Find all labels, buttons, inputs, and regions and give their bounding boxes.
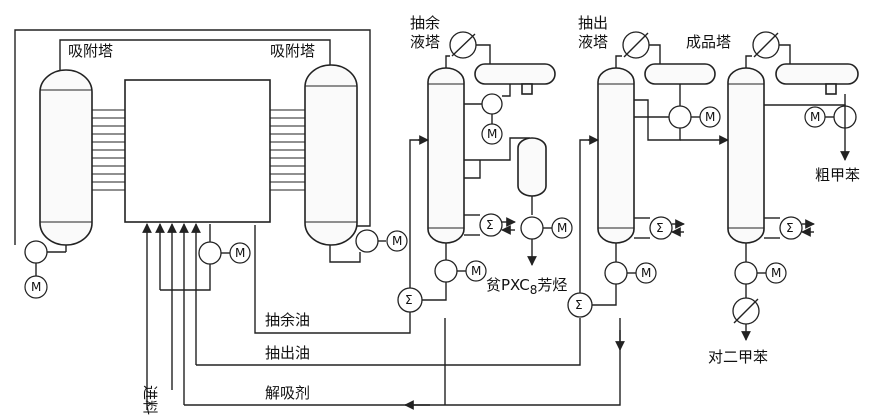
svg-text:M: M xyxy=(235,246,245,260)
raffinate-side-drum: M xyxy=(464,137,573,266)
svg-text:M: M xyxy=(487,127,497,141)
adsorber-left xyxy=(39,69,93,246)
extract-condenser: M xyxy=(615,31,729,145)
motor-icon xyxy=(551,217,573,239)
svg-text:M: M xyxy=(705,110,715,124)
svg-text:M: M xyxy=(392,234,402,248)
raffinate-side-link xyxy=(464,160,481,179)
svg-text:M: M xyxy=(771,266,781,280)
lean-pxc8-label: 贫PXC8芳烃 xyxy=(486,276,567,297)
adsorber-circulation-loop xyxy=(14,29,371,245)
svg-text:Σ: Σ xyxy=(405,293,413,307)
product-condenser: M xyxy=(745,31,859,161)
svg-text:Σ: Σ xyxy=(486,218,494,232)
product-bottom: M xyxy=(732,243,787,341)
raffinate-condenser: M xyxy=(445,31,556,145)
pump-icon xyxy=(24,240,48,264)
raffinate-column-label-1: 抽余 xyxy=(410,14,440,32)
svg-text:Σ: Σ xyxy=(575,298,583,312)
raffinate-column xyxy=(427,67,465,244)
motor-icon xyxy=(229,242,251,264)
svg-text:Σ: Σ xyxy=(786,221,794,235)
motor-icon xyxy=(804,106,826,128)
adsorber-left-connectors xyxy=(92,109,125,191)
adsorber-top-link xyxy=(59,39,331,70)
pump-icon xyxy=(668,105,692,129)
pump-icon xyxy=(481,93,503,115)
feed-label: 进料 xyxy=(141,385,159,415)
extract-reboiler: Σ xyxy=(634,216,685,240)
raffinate-oil-label: 抽余油 xyxy=(265,311,310,329)
raffinate-bottom: M Σ xyxy=(397,135,487,313)
desorbent-pump: M xyxy=(160,224,251,291)
motor-icon xyxy=(386,230,408,252)
extract-column xyxy=(597,67,635,244)
extract-bottom: M Σ xyxy=(567,135,657,318)
paraxylene-label: 对二甲苯 xyxy=(708,348,768,366)
motor-icon xyxy=(481,123,503,145)
svg-text:Σ: Σ xyxy=(656,221,664,235)
pump-icon xyxy=(434,259,458,283)
product-reboiler: Σ xyxy=(764,216,815,240)
svg-text:M: M xyxy=(31,280,41,294)
svg-text:M: M xyxy=(810,110,820,124)
adsorber-right xyxy=(304,64,358,246)
adsorber-right-connectors xyxy=(270,109,305,191)
pump-icon xyxy=(198,241,222,265)
pump-icon xyxy=(604,261,628,285)
extract-column-label-2: 液塔 xyxy=(578,33,608,51)
extract-column-label-1: 抽出 xyxy=(578,14,608,32)
right-adsorber-pump: M xyxy=(329,229,408,263)
product-column-label: 成品塔 xyxy=(686,33,731,51)
svg-text:M: M xyxy=(557,221,567,235)
heat-exchanger-icon xyxy=(479,213,503,237)
motor-icon xyxy=(465,260,487,282)
pump-icon xyxy=(734,261,758,285)
raffinate-column-label-2: 液塔 xyxy=(410,33,440,51)
adsorber-left-label: 吸附塔 xyxy=(68,42,113,60)
motor-icon xyxy=(635,262,657,284)
left-circulation-pump: M xyxy=(24,240,67,299)
rotary-valve xyxy=(124,79,271,223)
valve-inlets xyxy=(142,223,201,405)
raffinate-reboiler: Σ xyxy=(464,213,516,237)
extract-oil-label: 抽出油 xyxy=(265,344,310,362)
raffinate-oil-line xyxy=(254,225,411,334)
adsorber-right-label: 吸附塔 xyxy=(270,42,315,60)
motor-icon xyxy=(699,106,721,128)
pump-icon xyxy=(520,216,544,240)
pump-icon xyxy=(355,229,379,253)
svg-text:M: M xyxy=(471,264,481,278)
product-column xyxy=(727,67,765,244)
desorbent-line xyxy=(184,318,621,406)
motor-icon xyxy=(765,262,787,284)
desorbent-label: 解吸剂 xyxy=(265,384,310,402)
crude-toluene-label: 粗甲苯 xyxy=(815,166,860,184)
svg-text:M: M xyxy=(641,266,651,280)
extract-oil-line xyxy=(196,318,581,366)
motor-icon xyxy=(24,275,48,299)
